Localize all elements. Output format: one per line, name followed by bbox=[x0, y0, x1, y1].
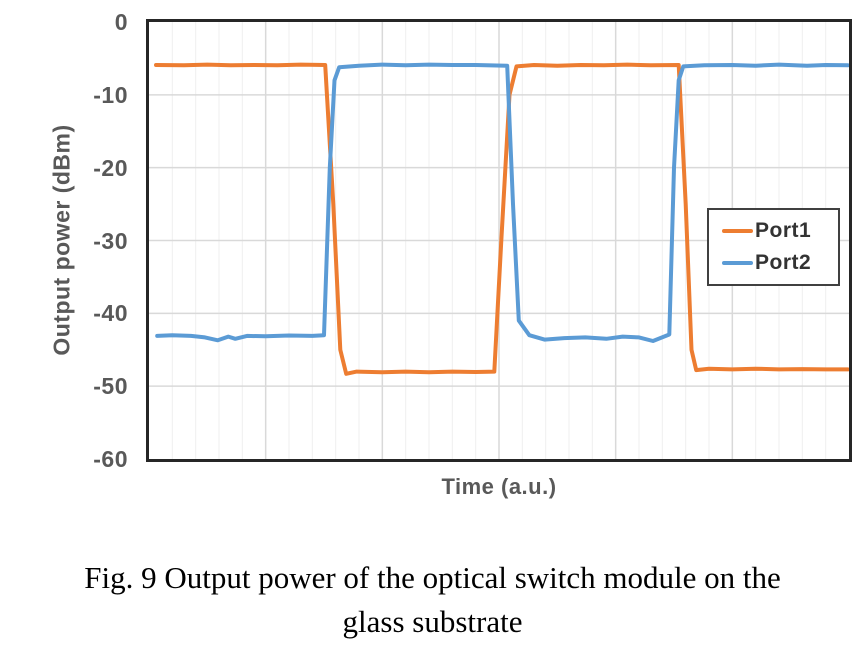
series-line-port1 bbox=[154, 62, 849, 376]
caption-line-2: glass substrate bbox=[342, 604, 523, 639]
legend-entry-port2: Port2 bbox=[722, 252, 838, 274]
y-axis-tick-labels: 0 -10 -20 -30 -40 -50 -60 bbox=[0, 0, 128, 500]
y-tick-label--20: -20 bbox=[93, 154, 128, 181]
legend-entry-port1: Port1 bbox=[722, 220, 838, 242]
port1-line-swatch bbox=[722, 229, 753, 233]
y-tick-label--60: -60 bbox=[93, 446, 128, 472]
legend-label-port2: Port2 bbox=[755, 251, 812, 274]
figure-caption: Fig. 9 Output power of the optical switc… bbox=[0, 556, 865, 644]
y-tick-label--10: -10 bbox=[93, 81, 128, 108]
caption-line-1: Fig. 9 Output power of the optical switc… bbox=[84, 560, 781, 595]
legend: Port1 Port2 bbox=[707, 208, 840, 286]
x-axis-title: Time (a.u.) bbox=[441, 474, 557, 499]
y-tick-label--50: -50 bbox=[93, 373, 128, 400]
y-tick-label--30: -30 bbox=[93, 227, 128, 254]
y-tick-label--40: -40 bbox=[93, 300, 128, 327]
y-tick-label-0: 0 bbox=[114, 9, 128, 35]
legend-label-port1: Port1 bbox=[755, 219, 812, 242]
port2-line-swatch bbox=[722, 261, 753, 265]
plot-area: Port1 Port2 bbox=[146, 19, 852, 462]
series-line-port2 bbox=[155, 62, 849, 343]
